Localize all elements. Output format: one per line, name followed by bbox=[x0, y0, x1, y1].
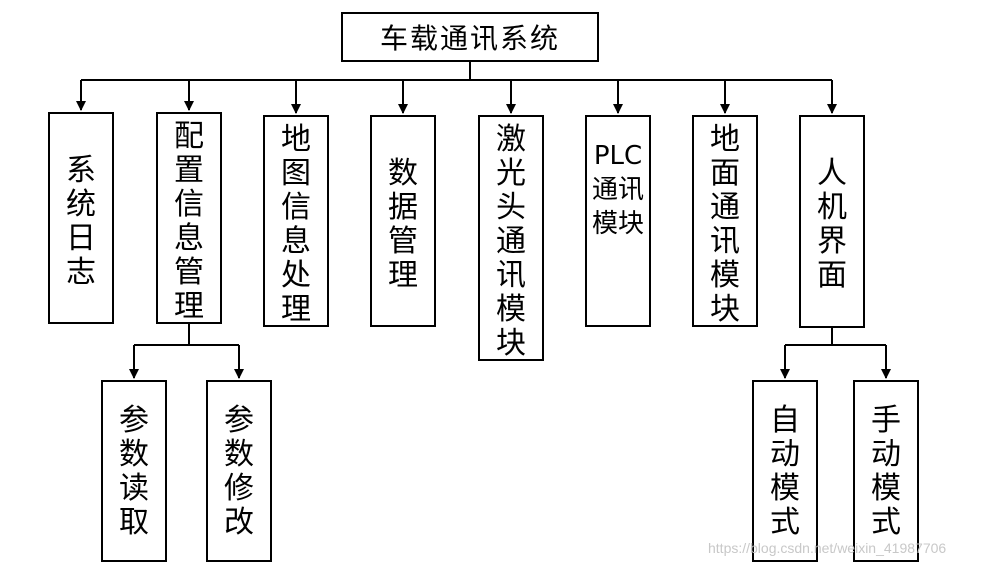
module-system-log: 系统日志 bbox=[48, 112, 114, 324]
submodule-label: 参数修改 bbox=[224, 403, 254, 540]
module-ground-comm: 地面通讯模块 bbox=[692, 115, 758, 327]
submodule-manual-mode: 手动模式 bbox=[853, 380, 919, 562]
module-config-management: 配置信息管理 bbox=[156, 112, 222, 324]
module-label: 数据管理 bbox=[388, 156, 418, 293]
submodule-param-read: 参数读取 bbox=[101, 380, 167, 562]
module-plc-comm: PLC通讯模块 bbox=[585, 115, 651, 327]
module-label: PLC通讯模块 bbox=[591, 141, 644, 239]
module-label: 人机界面 bbox=[817, 156, 847, 293]
root-label: 车载通讯系统 bbox=[379, 22, 560, 55]
module-data-management: 数据管理 bbox=[370, 115, 436, 327]
submodule-auto-mode: 自动模式 bbox=[752, 380, 818, 562]
module-label: 系统日志 bbox=[66, 153, 96, 290]
watermark-text: https://blog.csdn.net/weixin_41987706 bbox=[708, 540, 947, 556]
module-hmi: 人机界面 bbox=[799, 115, 865, 328]
module-laser-head-comm: 激光头通讯模块 bbox=[478, 115, 544, 361]
module-label: 配置信息管理 bbox=[174, 119, 204, 324]
module-label: 地图信息处理 bbox=[281, 122, 311, 327]
submodule-label: 手动模式 bbox=[871, 403, 901, 540]
module-label: 激光头通讯模块 bbox=[496, 122, 526, 361]
submodule-label: 自动模式 bbox=[770, 403, 800, 540]
module-map-processing: 地图信息处理 bbox=[263, 115, 329, 327]
submodule-param-modify: 参数修改 bbox=[206, 380, 272, 562]
root-node: 车载通讯系统 bbox=[341, 12, 599, 62]
submodule-label: 参数读取 bbox=[119, 403, 149, 540]
module-label: 地面通讯模块 bbox=[710, 122, 740, 327]
